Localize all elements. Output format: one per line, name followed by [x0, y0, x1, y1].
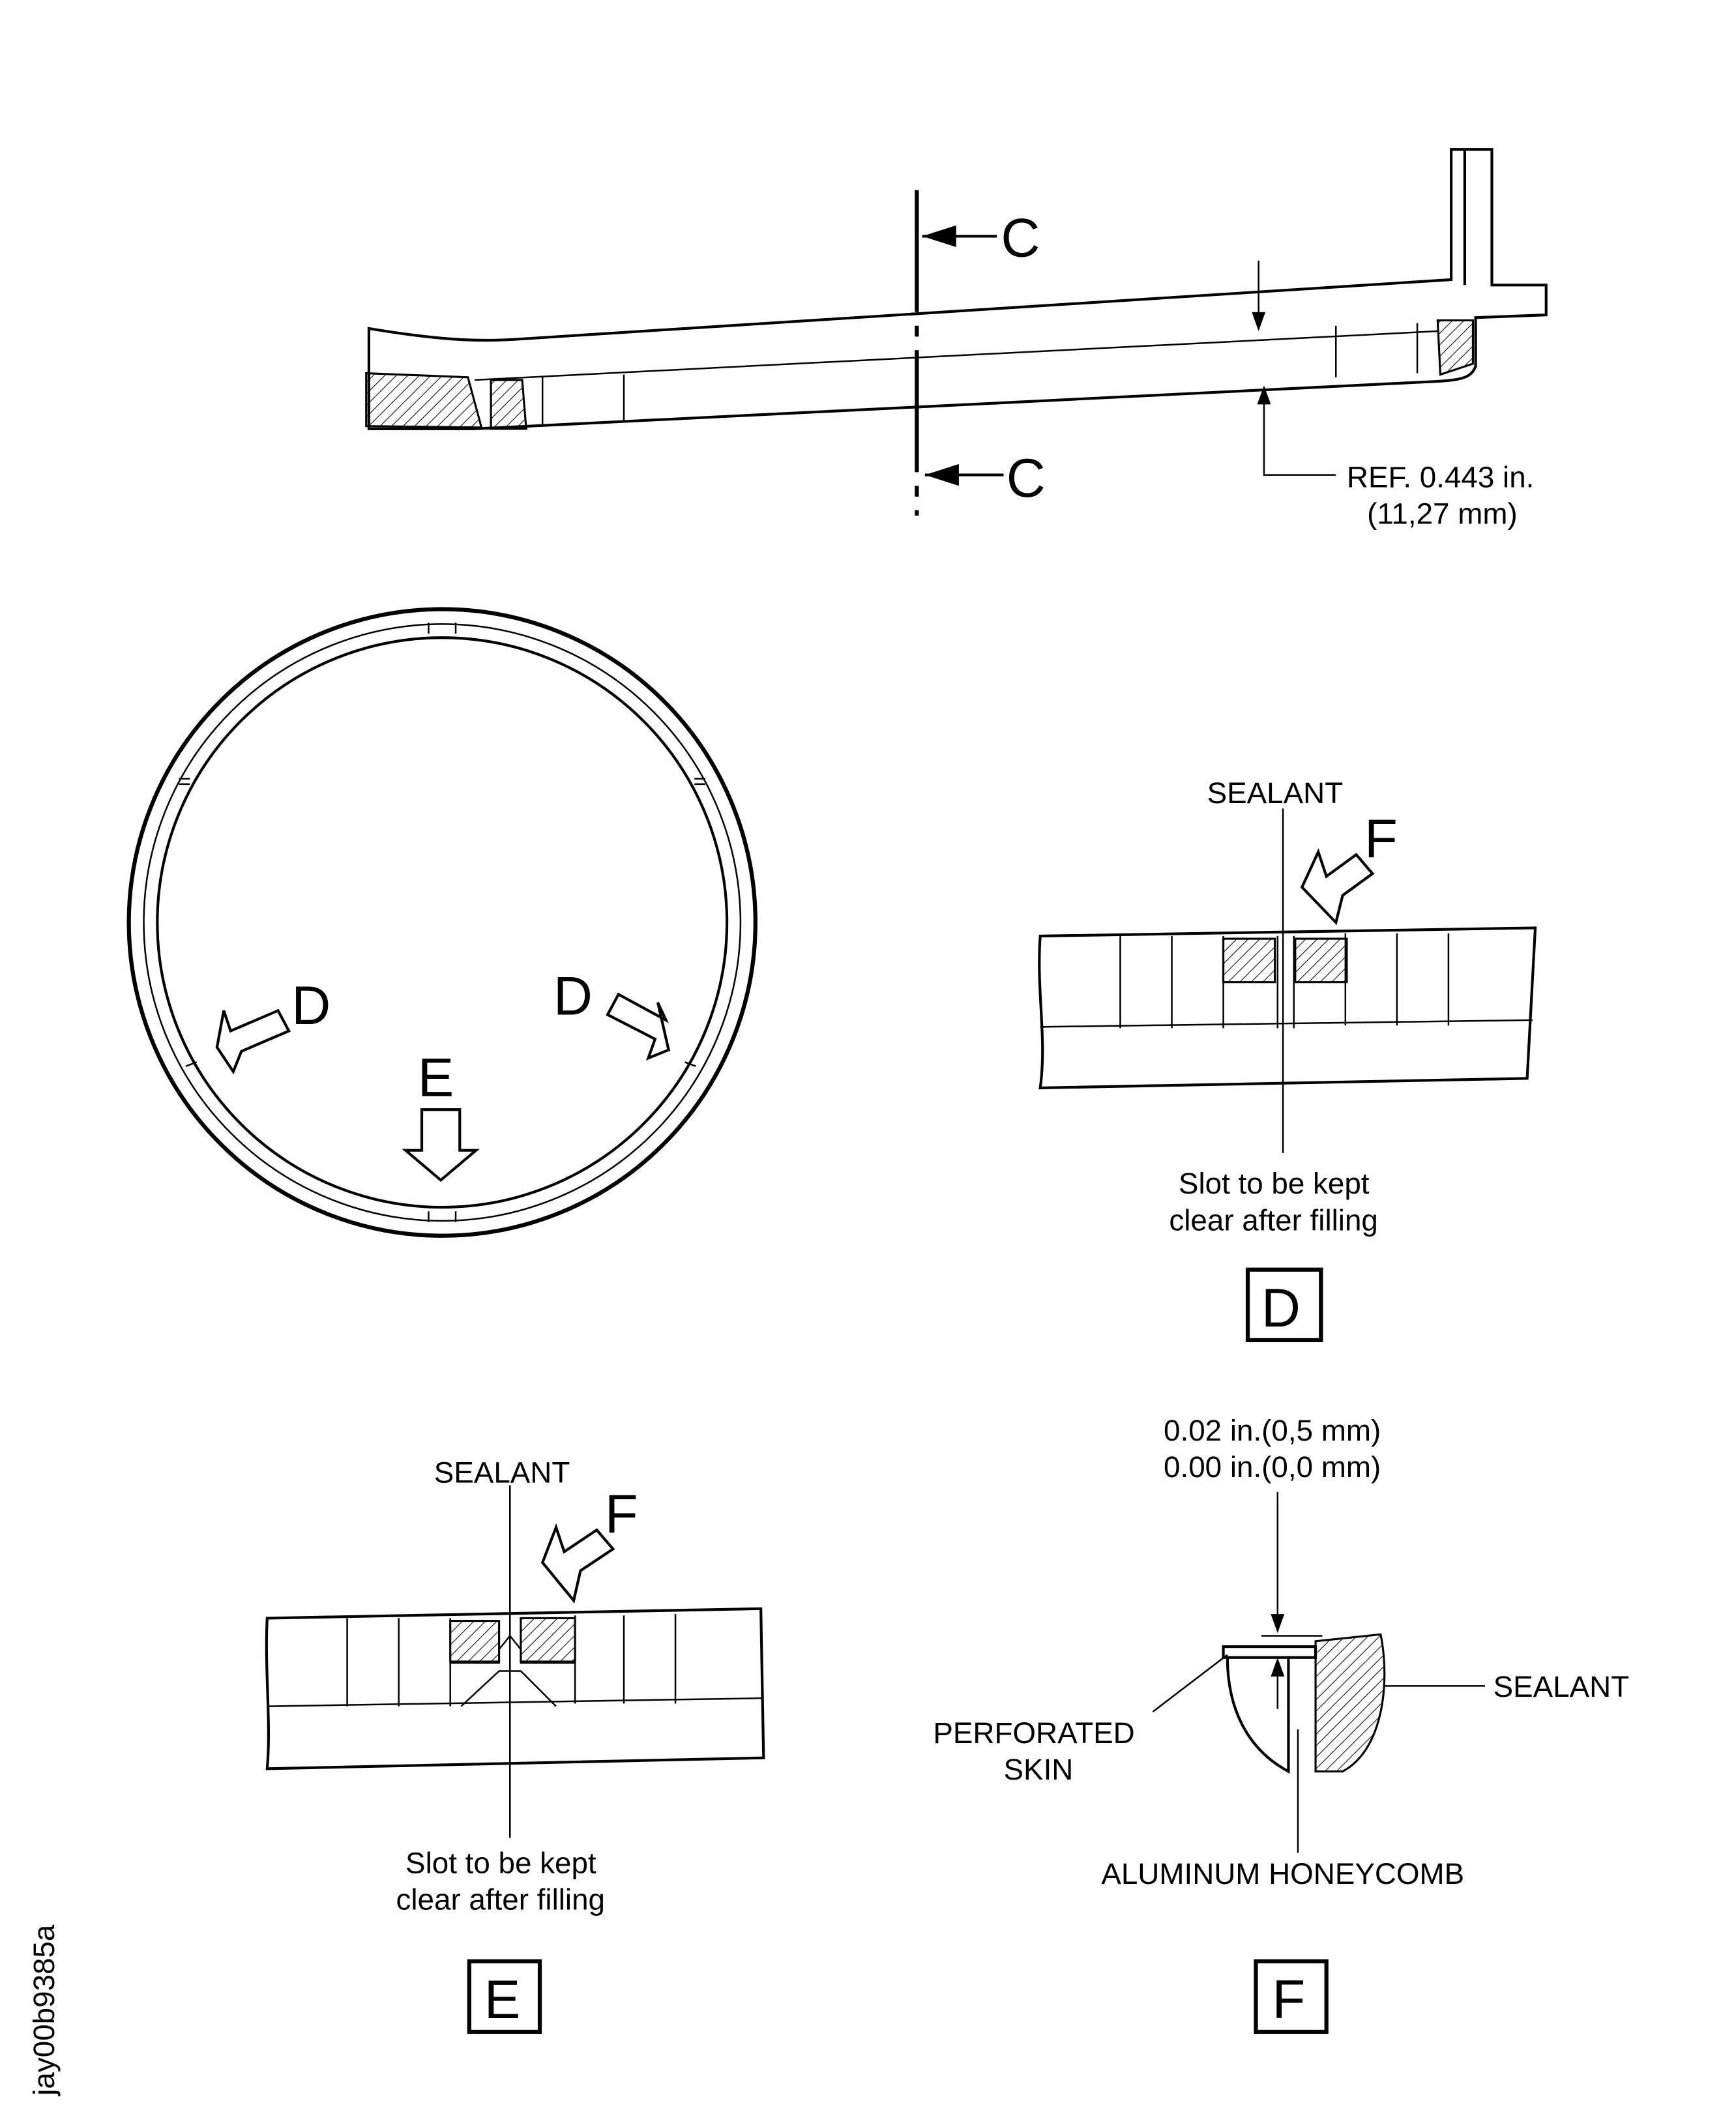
ref-dimension-mm: (11,27 mm)	[1367, 497, 1518, 530]
arrow-f-icon	[540, 1523, 615, 1604]
ring-label-d-left: D	[291, 975, 331, 1036]
section-view: C C REF. 0.443 in. (11,27 mm)	[365, 148, 1548, 530]
detail-d: SEALANT F Slot to be kept clear after fi…	[1038, 776, 1537, 1343]
ring-label-d-right: D	[553, 966, 593, 1027]
detail-title: D	[1261, 1278, 1301, 1338]
dim-arrow-down-icon	[1271, 1614, 1285, 1634]
dim-arrow-up-icon	[1271, 1657, 1285, 1677]
slot-note-line2: clear after filling	[1169, 1203, 1378, 1237]
detail-title-box	[467, 1959, 542, 2034]
view-arrow-label: F	[1364, 808, 1398, 869]
core-line	[475, 330, 1438, 381]
tolerance-min: 0.00 in.(0,0 mm)	[1164, 1450, 1381, 1484]
arrow-f-icon	[1300, 848, 1375, 926]
arrow-d-right-icon	[606, 992, 671, 1061]
cut-arrow-bottom-icon	[924, 463, 959, 486]
detail-title-box	[1245, 1267, 1323, 1343]
slot-note-line2: clear after filling	[396, 1883, 605, 1916]
detail-title: E	[484, 1969, 521, 2030]
cut-arrow-top-icon	[922, 225, 956, 248]
cut-label-top: C	[1001, 208, 1040, 269]
detail-title-box	[1254, 1959, 1329, 2034]
dim-arrow-up-icon	[1257, 385, 1271, 405]
ref-dimension-in: REF. 0.443 in.	[1347, 460, 1534, 493]
arrow-d-left-icon	[215, 1008, 291, 1075]
sealant-label: SEALANT	[1207, 776, 1344, 810]
view-arrow-label: F	[605, 1484, 638, 1544]
panel-outline	[367, 148, 1548, 430]
dim-arrow-down-icon	[1252, 312, 1266, 332]
perforated-skin-line2: SKIN	[1004, 1753, 1074, 1786]
slot-note-line1: Slot to be kept	[405, 1847, 596, 1880]
sealant-label: SEALANT	[434, 1456, 570, 1489]
ring-view: D D E	[126, 607, 758, 1238]
tolerance-max: 0.02 in.(0,5 mm)	[1164, 1414, 1381, 1447]
slot-note-line1: Slot to be kept	[1179, 1167, 1370, 1200]
cut-label-bottom: C	[1007, 448, 1046, 508]
sealant-fill	[1314, 1633, 1386, 1773]
sealant-label: SEALANT	[1493, 1670, 1630, 1703]
detail-f: 0.02 in.(0,5 mm) 0.00 in.(0,0 mm) SEALAN…	[933, 1414, 1630, 2034]
perforated-skin-line1: PERFORATED	[933, 1716, 1134, 1750]
detail-e: SEALANT F Slot to be kept clear after fi…	[265, 1456, 765, 2034]
honeycomb-label: ALUMINUM HONEYCOMB	[1101, 1857, 1464, 1890]
figure-id: jay00b9385a	[27, 1924, 61, 2097]
detail-title: F	[1272, 1969, 1305, 2030]
edge-sealant-right	[1436, 319, 1474, 376]
ring-label-e: E	[418, 1047, 454, 1108]
arrow-e-icon	[402, 1108, 480, 1182]
edge-sealant-left	[365, 372, 483, 429]
sealant-fill	[1222, 937, 1276, 984]
